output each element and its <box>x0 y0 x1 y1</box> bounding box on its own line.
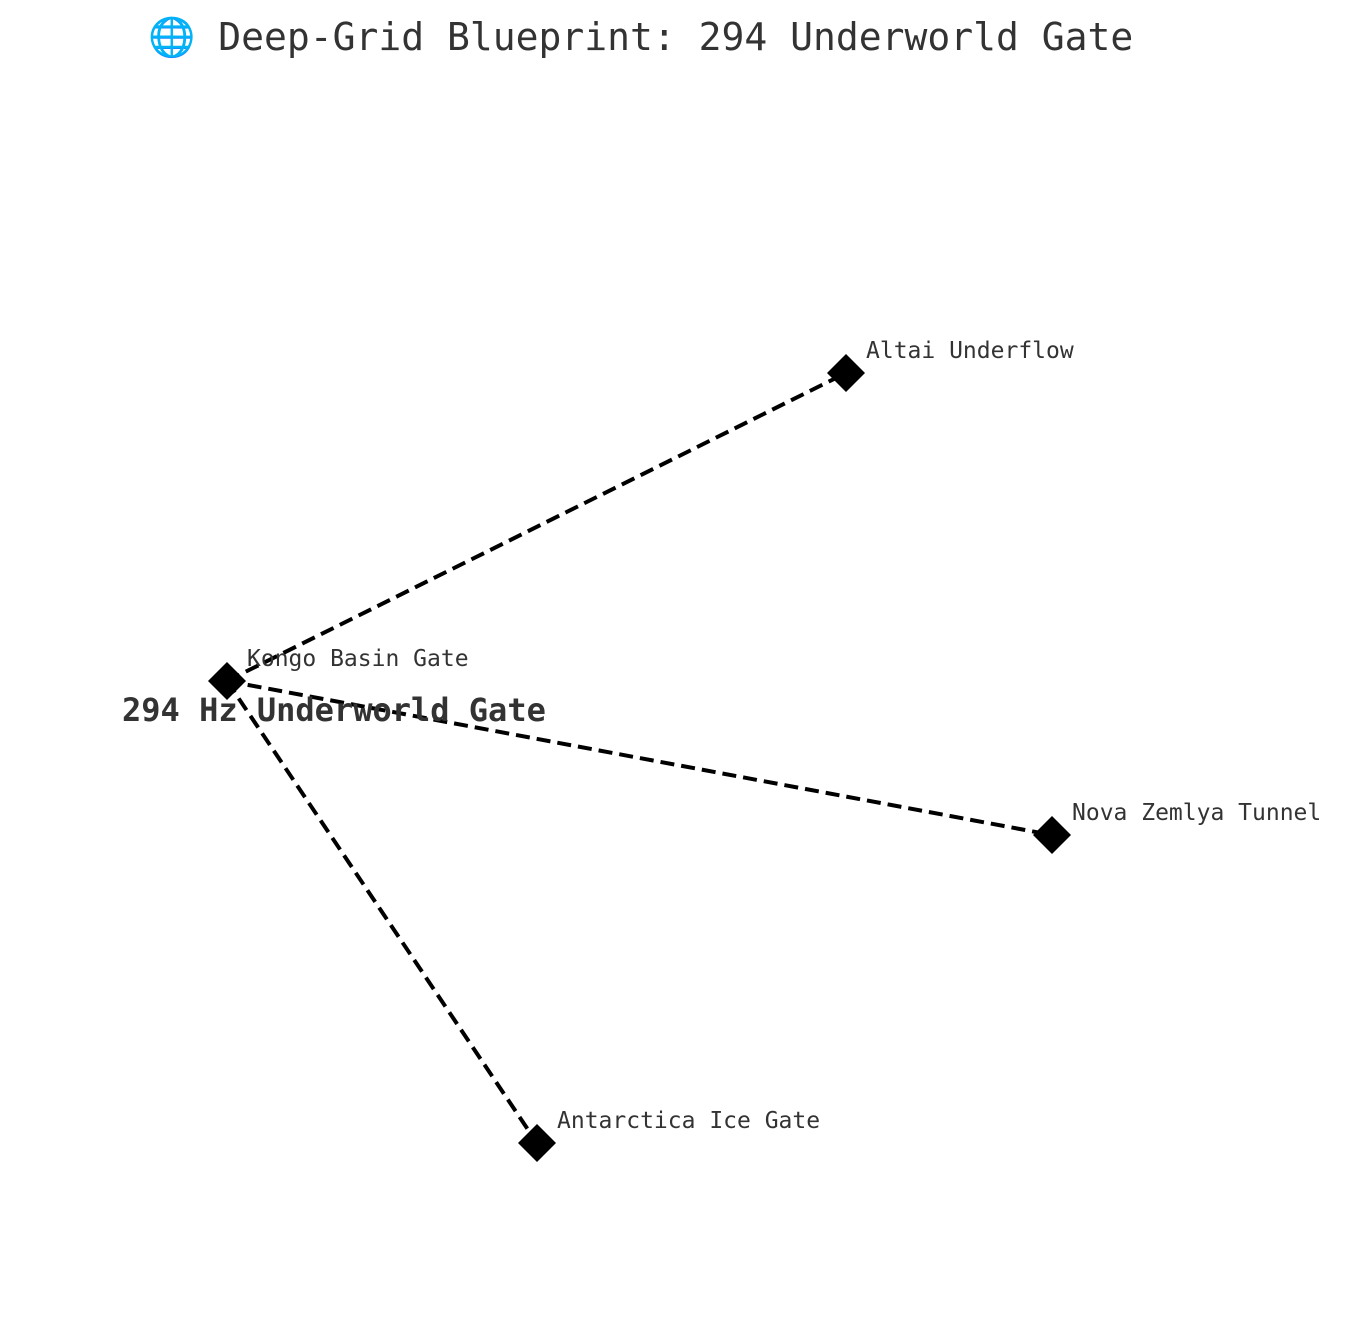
diagram-title: 🌐 Deep-Grid Blueprint: 294 Underworld Ga… <box>148 15 1133 59</box>
node-label-antarctica: Antarctica Ice Gate <box>557 1108 820 1134</box>
edge-kongo-altai <box>226 371 847 683</box>
center-label: 294 Hz Underworld Gate <box>122 691 546 729</box>
node-nova-diamond-icon <box>1033 816 1071 854</box>
node-label-altai: Altai Underflow <box>866 338 1074 364</box>
edges-layer <box>225 371 1053 1145</box>
node-label-kongo: Kongo Basin Gate <box>247 646 469 672</box>
node-kongo-diamond-icon <box>208 662 246 700</box>
edge-kongo-antarctica <box>225 679 539 1145</box>
nodes-layer <box>208 354 1071 1162</box>
edge-kongo-nova <box>226 679 1053 837</box>
node-antarctica-diamond-icon <box>518 1124 556 1162</box>
node-altai-diamond-icon <box>827 354 865 392</box>
node-label-nova: Nova Zemlya Tunnel <box>1072 800 1321 826</box>
